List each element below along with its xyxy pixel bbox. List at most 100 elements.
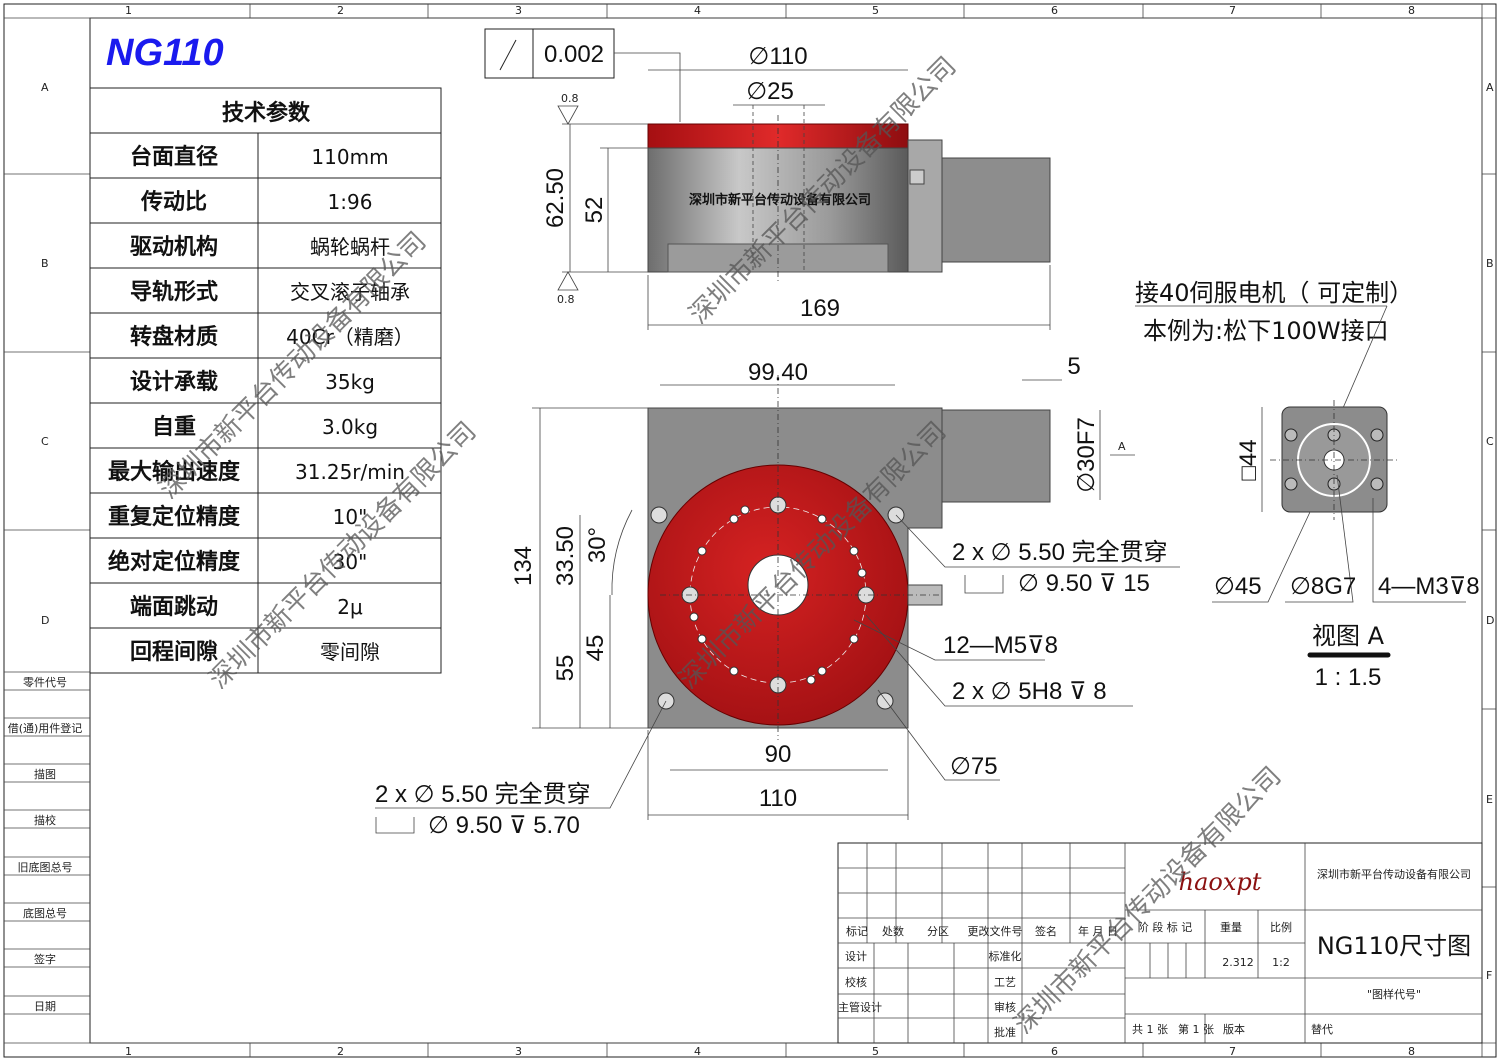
tb-role: 校核 <box>845 975 867 989</box>
zone-row: F <box>1486 969 1492 982</box>
dim-dia-45: ∅45 <box>1214 573 1262 600</box>
runout-value: 0.002 <box>544 41 604 68</box>
runout-arrow-icon <box>499 39 517 71</box>
spec-value: 10" <box>333 505 368 529</box>
spec-value: 110mm <box>311 145 388 169</box>
model-title: NG110 <box>106 32 224 74</box>
spec-value: 3.0kg <box>322 415 378 439</box>
zone-col: 3 <box>515 4 522 17</box>
dim-45: 45 <box>582 635 609 662</box>
tb-version: 版本 <box>1223 1022 1245 1036</box>
dim-motor-dia: ∅30F7 <box>1073 417 1100 493</box>
body-label: 深圳市新平台传动设备有限公司 <box>689 192 871 208</box>
tb-header: 分区 <box>927 925 949 938</box>
spec-value: 1:96 <box>328 190 373 214</box>
note-m3: 4—M3⊽8 <box>1378 573 1480 600</box>
side-strip: 零件代号 借(通)用件登记 描图 描校 旧底图总号 底图总号 签字 日期 <box>4 671 90 1015</box>
zone-col: 6 <box>1051 4 1058 17</box>
zone-row: D <box>41 614 49 627</box>
tb-header: 年 月 日 <box>1078 924 1118 938</box>
tb-header: 签名 <box>1035 924 1057 938</box>
spec-table: 技术参数 台面直径 传动比 驱动机构 导轨形式 转盘材质 设计承载 自重 最大输… <box>89 87 442 674</box>
tb-weight-label: 重量 <box>1220 920 1242 934</box>
spec-value: 40Cr（精磨） <box>286 325 414 349</box>
dim-dia-8g7: ∅8G7 <box>1290 573 1356 600</box>
spec-value: 31.25r/min <box>295 460 405 484</box>
tb-role: 工艺 <box>994 976 1016 989</box>
spec-label: 驱动机构 <box>130 234 218 260</box>
dim-134: 134 <box>510 546 537 586</box>
spec-label: 回程间隙 <box>130 640 218 665</box>
zone-col: 4 <box>694 4 701 17</box>
tb-role: 批准 <box>994 1025 1016 1039</box>
spec-label: 最大输出速度 <box>108 459 241 485</box>
note-thru-left-2: ∅ 9.50 ⊽ 5.70 <box>428 812 580 839</box>
strip-label: 底图总号 <box>23 906 67 920</box>
zone-row: E <box>1486 793 1493 806</box>
spec-label: 转盘材质 <box>130 324 218 350</box>
strip-label: 描校 <box>34 813 56 827</box>
dim-height-62-50: 62.50 <box>542 168 569 228</box>
zone-row: A <box>41 81 49 94</box>
spec-value: 30" <box>333 550 368 574</box>
spec-value: 2μ <box>337 595 363 619</box>
strip-label: 旧底图总号 <box>18 860 73 874</box>
tb-drawing-name: NG110尺寸图 <box>1317 932 1471 960</box>
spec-value: 蜗轮蜗杆 <box>310 235 390 259</box>
tb-ratio-label: 比例 <box>1270 920 1292 934</box>
tb-stage-label: 阶 段 标 记 <box>1138 920 1193 934</box>
zone-col: 1 <box>125 1045 132 1058</box>
note-thru-right-2: ∅ 9.50 ⊽ 15 <box>1018 570 1150 597</box>
zone-row: B <box>41 257 49 270</box>
spec-table-heading: 技术参数 <box>222 100 311 126</box>
roughness-bottom: 0.8 <box>557 293 575 306</box>
company-logo: haoxpt <box>1179 868 1262 896</box>
roughness-icon <box>557 271 579 291</box>
tb-header: 标记 <box>846 924 868 938</box>
zone-col: 3 <box>515 1045 522 1058</box>
zone-col: 8 <box>1408 1045 1415 1058</box>
strip-label: 签字 <box>34 952 56 966</box>
note-5h8: 2 x ∅ 5H8 ⊽ 8 <box>952 678 1107 705</box>
dim-5: 5 <box>1067 353 1080 380</box>
zone-col: 6 <box>1051 1045 1058 1058</box>
strip-label: 日期 <box>34 1000 56 1013</box>
note-thru-right-1: 2 x ∅ 5.50 完全贯穿 <box>952 539 1168 566</box>
tb-role: 主管设计 <box>838 1000 882 1014</box>
zone-labels: 1 2 3 4 5 6 7 8 1 2 3 4 5 6 7 8 A B C D … <box>41 4 1494 1058</box>
dim-dia-25: ∅25 <box>746 78 794 105</box>
tb-role: 审核 <box>994 1000 1016 1014</box>
watermark: 深圳市新平台传动设备有限公司 <box>1009 761 1288 1040</box>
spec-value: 交叉滚子轴承 <box>290 280 410 304</box>
tb-drawing-code: "图样代号" <box>1367 987 1421 1001</box>
tb-weight: 2.312 <box>1222 956 1254 969</box>
view-a: 接40伺服电机（ 可定制） 本例为:松下100W接口 □44 ∅45 ∅8G7 … <box>1135 279 1480 691</box>
dim-angle-30: 30° <box>584 527 611 563</box>
zone-row: A <box>1486 81 1494 94</box>
dim-55: 55 <box>552 655 579 682</box>
dim-90: 90 <box>765 741 792 768</box>
tb-role: 设计 <box>845 950 867 963</box>
spec-label: 导轨形式 <box>130 279 218 305</box>
zone-col: 5 <box>872 1045 879 1058</box>
side-view: 0.002 深圳市新平台传动设备有限公司 ∅110 ∅25 169 62.50 … <box>484 28 1051 330</box>
zone-row: C <box>41 435 49 448</box>
zone-col: 1 <box>125 4 132 17</box>
zone-col: 2 <box>337 1045 344 1058</box>
spec-value: 零间隙 <box>320 640 380 664</box>
dim-110: 110 <box>759 785 797 812</box>
top-view: 99.40 5 ∅30F7 A 134 33.50 55 45 30° 90 1… <box>375 353 1180 839</box>
view-a-title: 视图 A <box>1312 622 1385 650</box>
tb-header: 更改文件号 <box>968 924 1023 938</box>
spec-label: 台面直径 <box>130 144 218 170</box>
tb-role: 标准化 <box>989 949 1022 963</box>
zone-row: C <box>1486 435 1494 448</box>
view-a-scale: 1 : 1.5 <box>1315 664 1382 691</box>
dim-length-169: 169 <box>800 295 840 322</box>
spec-label: 绝对定位精度 <box>108 549 241 575</box>
strip-label: 借(通)用件登记 <box>8 721 83 735</box>
spec-label: 自重 <box>152 414 196 440</box>
spec-label: 设计承载 <box>130 369 218 395</box>
spec-label: 传动比 <box>140 190 207 215</box>
zone-col: 5 <box>872 4 879 17</box>
